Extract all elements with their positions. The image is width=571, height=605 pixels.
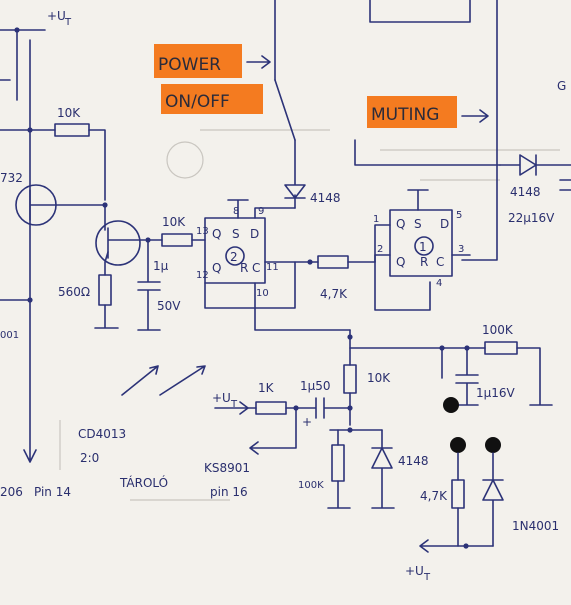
ic2-number: 1	[419, 240, 427, 254]
svg-text:T: T	[423, 572, 431, 583]
svg-text:C: C	[252, 261, 260, 275]
svg-text:S: S	[232, 227, 240, 241]
svg-text:8: 8	[233, 206, 239, 217]
resistor-10k-top	[54, 123, 90, 137]
svg-text:R: R	[420, 255, 428, 269]
svg-text:T: T	[230, 399, 238, 410]
svg-text:5: 5	[456, 210, 462, 221]
ut-top-label: +U	[47, 9, 66, 23]
r-47k-b-label: 4,7K	[420, 489, 448, 503]
transistor-2	[95, 220, 141, 266]
resistor-4k7-bottom	[451, 479, 465, 509]
svg-text:Q: Q	[212, 227, 221, 241]
onoff-tag: ON/OFF	[165, 92, 230, 112]
diode-4148-top	[284, 139, 306, 199]
svg-text:R: R	[240, 261, 248, 275]
svg-text:11: 11	[266, 262, 279, 273]
cap-right-label: 22µ16V	[508, 211, 555, 225]
ic1-number: 2	[230, 250, 238, 264]
in-ut-label: +U	[212, 391, 231, 405]
svg-text:1: 1	[373, 214, 379, 225]
ic1-number-circle	[225, 246, 245, 266]
cap-1u50-label: 1µ50	[300, 379, 331, 393]
svg-text:C: C	[436, 255, 444, 269]
power-tag-highlight	[154, 44, 242, 78]
diode-4148-right	[499, 154, 571, 176]
svg-text:Q: Q	[396, 255, 405, 269]
note-2x: 2:0	[80, 451, 99, 465]
svg-text:T: T	[64, 17, 72, 28]
r-right-label: 100K	[482, 323, 514, 337]
d1-label: 4148	[310, 191, 341, 205]
bottom-rail	[419, 539, 494, 553]
solder-pad-3	[485, 437, 501, 453]
resistor-100k-bottom	[331, 444, 345, 482]
cap-1u50	[285, 397, 351, 419]
resistor-560	[98, 274, 112, 306]
svg-text:4: 4	[436, 278, 442, 289]
muting-arrow	[461, 109, 489, 123]
svg-text:S: S	[414, 217, 422, 231]
r-emit-label: 560Ω	[58, 285, 90, 299]
d-4148-b-label: 4148	[398, 454, 429, 468]
cap-1u-50v	[137, 239, 161, 331]
resistor-10k-base	[161, 233, 193, 247]
note-pin16: pin 16	[210, 485, 248, 499]
svg-text:2: 2	[377, 244, 383, 255]
ut-bottom-label: +U	[405, 564, 424, 578]
note-ks8901: KS8901	[204, 461, 250, 475]
muting-tag: MUTING	[371, 105, 439, 125]
r-1k-label: 1K	[258, 381, 275, 395]
r-mid-label: 4,7K	[320, 287, 348, 301]
svg-text:Q: Q	[212, 261, 221, 275]
svg-text:13: 13	[196, 226, 209, 237]
cap-1u-16v	[455, 347, 479, 406]
r-base-label: 10K	[162, 215, 186, 229]
solder-pad-2	[450, 437, 466, 453]
cap1-label: 1µ	[153, 259, 169, 273]
d-right-label: 4148	[510, 185, 541, 199]
bleed-through	[59, 129, 560, 501]
power-tag: POWER	[158, 55, 221, 75]
resistor-100k-right	[484, 341, 518, 355]
edge-label-001: 001	[0, 330, 19, 341]
output-arrow	[249, 407, 297, 455]
note-tarolo: TÁROLÓ	[119, 475, 168, 490]
r1-label: 10K	[57, 106, 81, 120]
flipflop-ic-1	[389, 209, 453, 277]
svg-text:Q: Q	[396, 217, 405, 231]
note-pin14: Pin 14	[34, 485, 71, 499]
resistor-10k-mid	[343, 364, 357, 394]
ic2-number-circle	[414, 236, 434, 256]
svg-text:+: +	[302, 415, 312, 429]
svg-text:D: D	[250, 227, 259, 241]
r-10k-mid-label: 10K	[367, 371, 391, 385]
power-arrow	[246, 55, 271, 69]
resistor-1k	[255, 401, 287, 415]
svg-text:D: D	[440, 217, 449, 231]
svg-text:10: 10	[256, 288, 269, 299]
cap-r2-label: 1µ16V	[476, 386, 516, 400]
diode-4148-bottom	[371, 429, 395, 509]
note-206: 206	[0, 485, 23, 499]
svg-text:12: 12	[196, 270, 209, 281]
muting-tag-highlight	[367, 96, 457, 128]
transistor-1-label: 732	[0, 171, 23, 185]
svg-text:3: 3	[458, 244, 464, 255]
diode-1n4001	[482, 452, 504, 547]
svg-text:9: 9	[258, 206, 264, 217]
top-right-box	[369, 0, 471, 23]
flipflop-ic-2	[204, 217, 266, 284]
cap1-voltage-label: 50V	[157, 299, 181, 313]
r-100k-b-label: 100K	[298, 480, 324, 491]
d-1n4001-label: 1N4001	[512, 519, 559, 533]
resistor-4k7-mid	[317, 255, 349, 269]
solder-pad-1	[443, 397, 459, 413]
onoff-tag-highlight	[161, 84, 263, 114]
left-arrow-down	[23, 39, 37, 463]
note-cd4013: CD4013	[78, 427, 126, 441]
edge-label-g: G	[557, 79, 566, 93]
